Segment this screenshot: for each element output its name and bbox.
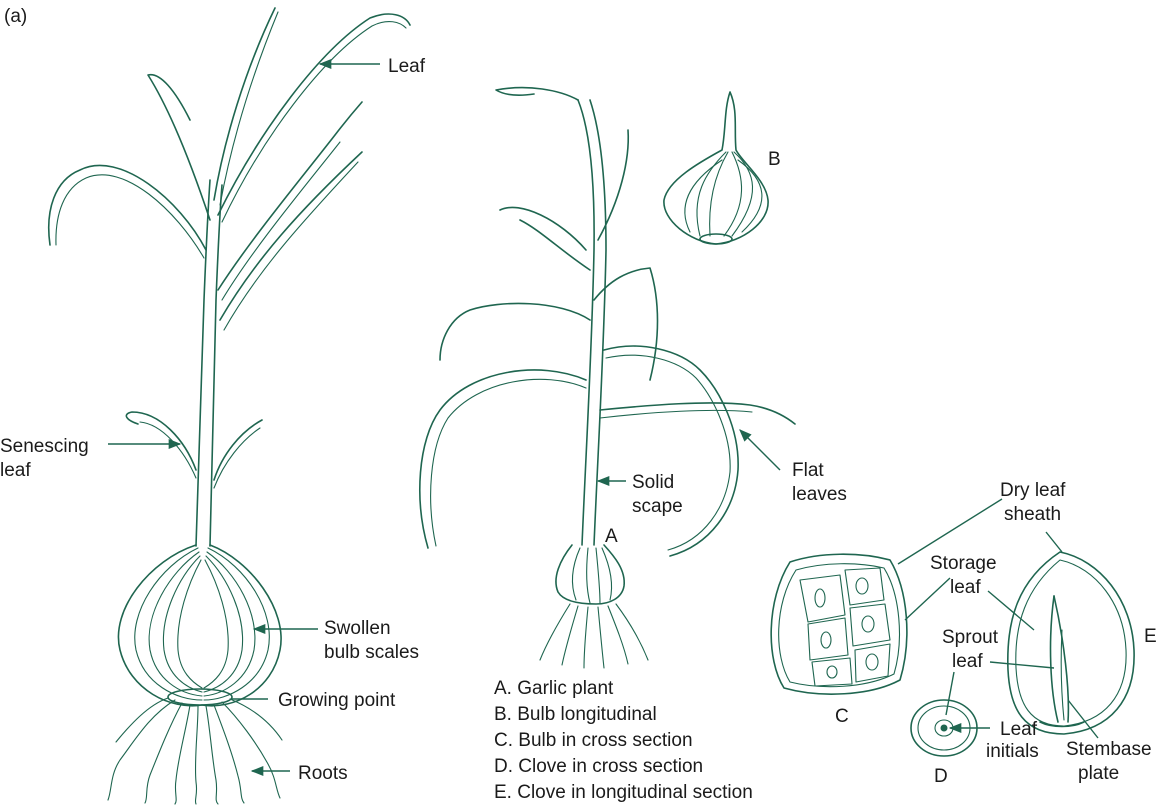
- solid-scape-label: Solid scape: [632, 472, 683, 517]
- figure-b-label: B: [768, 149, 781, 170]
- figure-a-label: A: [605, 526, 618, 547]
- bulb-cross-section-drawing: [770, 553, 908, 695]
- leaf-label: Leaf: [388, 56, 426, 77]
- onion-bulb: [117, 544, 282, 707]
- bulb-longitudinal-drawing: [663, 91, 769, 245]
- flat-leaves-label: Flat leaves: [792, 460, 847, 505]
- dry-leaf-sheath-label: Dry leaf sheath: [1000, 480, 1071, 525]
- onion-roots: [107, 697, 283, 805]
- onion-leaves: [48, 7, 411, 489]
- legend-item: B. Bulb longitudinal: [494, 704, 657, 725]
- leader-lines: [108, 58, 1099, 777]
- figure-e-label: E: [1144, 626, 1157, 647]
- legend-item: E. Clove in longitudinal section: [494, 782, 753, 803]
- figure-d-label: D: [934, 766, 948, 787]
- stembase-plate-label: Stembase plate: [1066, 739, 1157, 784]
- legend: A. Garlic plant B. Bulb longitudinal C. …: [494, 678, 753, 803]
- leaf-initials-label: Leaf initials: [986, 719, 1042, 762]
- onion-plant-drawing: [48, 7, 411, 805]
- swollen-bulb-scales-label: Swollen bulb scales: [324, 618, 419, 663]
- growing-point-label: Growing point: [278, 690, 396, 711]
- roots-label: Roots: [298, 763, 348, 784]
- figure-c-label: C: [835, 706, 849, 727]
- senescing-leaf-label: Senescing leaf: [0, 436, 94, 481]
- garlic-plant-drawing: [419, 86, 796, 669]
- storage-leaf-label: Storage leaf: [930, 553, 1002, 598]
- panel-label: (a): [4, 6, 27, 27]
- sprout-leaf-label: Sprout leaf: [942, 627, 1003, 672]
- legend-item: A. Garlic plant: [494, 678, 614, 699]
- clove-longitudinal-drawing: [1007, 551, 1135, 735]
- legend-item: C. Bulb in cross section: [494, 730, 693, 751]
- legend-item: D. Clove in cross section: [494, 756, 703, 777]
